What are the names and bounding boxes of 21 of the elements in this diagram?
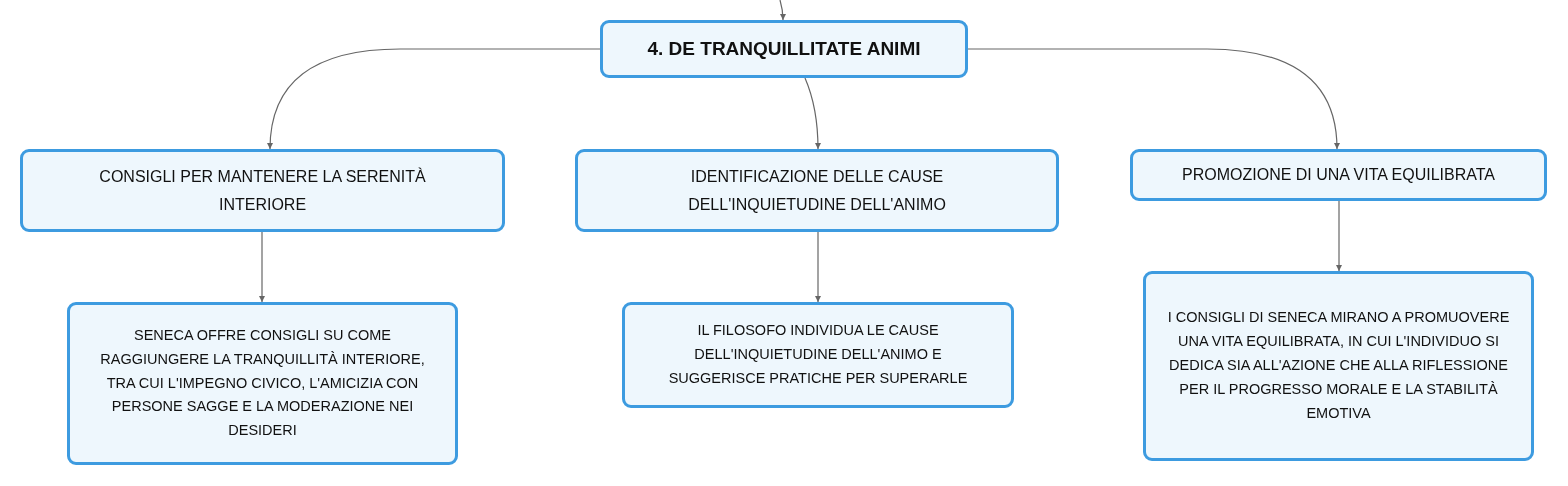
connector-arrow: [267, 48, 601, 150]
node-text: SENECA OFFRE CONSIGLI SU COME RAGGIUNGERE LA TRANQUILLITÀ INTERIORE, TRA CUI L'IMPEGNO CIVICO, L'AMICIZIA CON PERSONE SAGGE E LA MODERAZIONE NEI DESIDERI: [99, 325, 426, 441]
node-text: 4. DE TRANQUILLITATE ANIMI: [647, 37, 921, 62]
node-text: IDENTIFICAZIONE DELLE CAUSE DELL'INQUIETUDINE DELL'ANIMO: [687, 166, 947, 215]
topic-box: [600, 20, 968, 78]
connector-arrow: [804, 77, 821, 150]
description-box: [1143, 271, 1534, 461]
connector-arrow: [259, 231, 265, 303]
subtopic-box: [20, 149, 505, 232]
subtopic-box: [1130, 149, 1547, 201]
connector-arrow: [1336, 200, 1342, 272]
node-text: PROMOZIONE DI UNA VITA EQUILIBRATA: [1182, 165, 1495, 185]
node-text: I CONSIGLI DI SENECA MIRANO A PROMUOVERE UNA VITA EQUILIBRATA, IN CUI L'INDIVIDUO SI DEDICA SIA ALL'AZIONE CHE ALLA RIFLESSIONE PER IL PROGRESSO MORALE E LA STABILITÀ EMOTIVA: [1166, 308, 1511, 423]
connector-arrow: [967, 48, 1340, 150]
connector-arrow: [815, 231, 821, 303]
description-box: [67, 302, 458, 465]
node-text: IL FILOSOFO INDIVIDUA LE CAUSE DELL'INQUIETUDINE DELL'ANIMO E SUGGERISCE PRATICHE PER SUPERARLE: [667, 321, 969, 388]
subtopic-box: [575, 149, 1059, 232]
node-text: CONSIGLI PER MANTENERE LA SERENITÀ INTERIORE: [98, 166, 427, 215]
description-box: [622, 302, 1014, 408]
connector-arrow: [779, 0, 786, 21]
